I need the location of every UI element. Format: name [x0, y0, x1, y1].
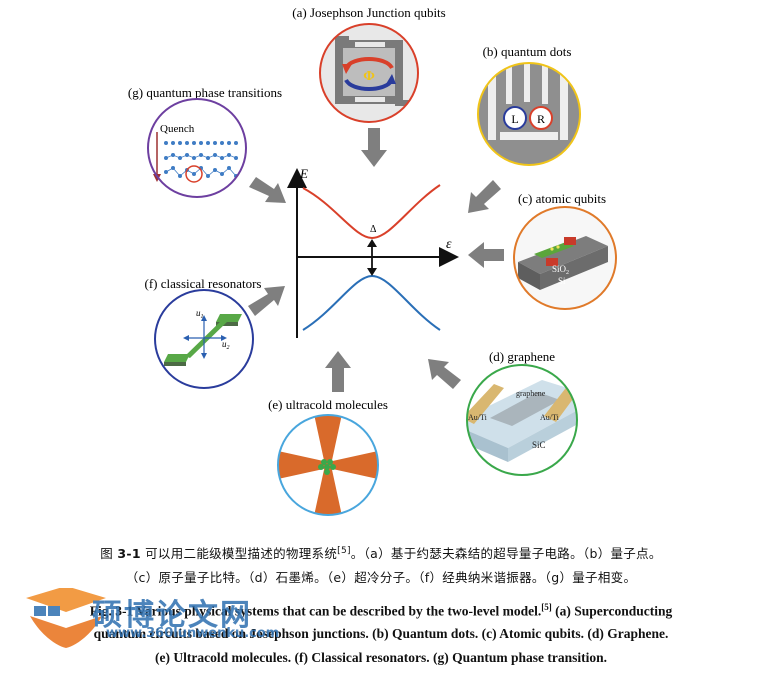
displacement-arrows	[186, 318, 224, 356]
dot-right	[529, 106, 553, 130]
watermark: 硕博论文网 www.360lunwenku.com	[20, 588, 350, 658]
arrow-from-c	[468, 242, 504, 268]
molecule-cluster	[318, 459, 336, 475]
panel-g-label: (g) quantum phase transitions	[128, 85, 282, 100]
caption-cn-line1: 图 3-1 可以用二能级模型描述的物理系统[5]。（a）基于约瑟夫森结的超导量子…	[100, 545, 662, 561]
en-ref: [5]	[541, 602, 552, 612]
arrow-from-b	[468, 180, 501, 213]
layer-si: Si	[558, 276, 566, 286]
fig-number: 3-1	[117, 546, 141, 561]
quench-label: Quench	[160, 123, 195, 135]
watermark-logo-icon	[26, 588, 106, 648]
panel-d-circle	[466, 364, 578, 476]
panel-e-circle	[277, 414, 379, 516]
substrate-label: SiC	[532, 440, 546, 450]
watermark-title: 硕博论文网	[92, 598, 252, 633]
caption-en-line3: (e) Ultracold molecules. (f) Classical r…	[155, 650, 607, 665]
dot-right-label: R	[537, 112, 545, 126]
lower-energy-curve	[302, 274, 441, 331]
axis-u2: u2	[222, 339, 230, 351]
contact-right-label: Au/Ti	[540, 413, 560, 422]
flux-symbol: Φ	[363, 69, 375, 84]
gray-arrows	[248, 128, 504, 392]
panel-a-circle	[319, 23, 419, 123]
caption-en-line1: Fig. 3-1 Various physical systems that c…	[89, 602, 673, 619]
energy-level-plot: E ε Δ	[287, 166, 459, 338]
panel-d-label: (d) graphene	[489, 349, 555, 364]
panel-c-label: (c) atomic qubits	[518, 191, 606, 206]
panel-e: (e) ultracold molecules	[268, 397, 388, 516]
cn-ref: [5]	[337, 545, 351, 556]
graphene-label: graphene	[516, 389, 546, 398]
panel-e-label: (e) ultracold molecules	[268, 397, 388, 412]
panel-g: (g) quantum phase transitions Quench	[128, 85, 282, 198]
panel-a-label: (a) Josephson Junction qubits	[292, 5, 445, 20]
panel-b: (b) quantum dots L R	[477, 44, 581, 166]
panel-c: (c) atomic qubits SiO2 Si	[513, 191, 617, 310]
panel-g-circle	[147, 98, 247, 198]
panel-f-circle	[154, 289, 254, 389]
panel-f-label: (f) classical resonators	[145, 276, 262, 291]
panel-a: (a) Josephson Junction qubits Φ	[292, 5, 446, 123]
upper-energy-curve	[302, 184, 441, 240]
arrow-from-g	[249, 177, 286, 203]
panel-b-label: (b) quantum dots	[483, 44, 572, 59]
contact-left-label: Au/Ti	[468, 413, 488, 422]
highlight-circle	[185, 165, 203, 183]
layer-sio2: SiO2	[552, 264, 569, 276]
dot-left-label: L	[511, 112, 518, 126]
axis-u1: u1	[196, 308, 204, 320]
panel-d: (d) graphene graphene Au/Ti Au/Ti SiC	[466, 349, 578, 476]
panel-c-circle	[513, 206, 617, 310]
x-axis-label: ε	[446, 237, 452, 252]
arrow-from-f	[248, 286, 285, 316]
arrow-from-a	[361, 128, 387, 167]
caption-cn-line2: （c）原子量子比特。（d）石墨烯。（e）超冷分子。（f）经典纳米谐振器。（g）量…	[125, 570, 637, 585]
arrow-from-d	[428, 359, 461, 389]
panel-f: (f) classical resonators u1 u2	[145, 276, 262, 389]
arrow-from-e	[325, 351, 351, 392]
dot-left	[503, 106, 527, 130]
caption-en-line2: quantum circuits based on Josephson junc…	[93, 626, 669, 641]
watermark-url: www.360lunwenku.com	[106, 626, 280, 641]
figure-diagram: E ε Δ (a) Josephson Junction qubits	[128, 5, 617, 516]
y-axis-label: E	[299, 166, 308, 181]
gap-label: Δ	[370, 224, 377, 235]
panel-b-circle	[477, 62, 581, 166]
